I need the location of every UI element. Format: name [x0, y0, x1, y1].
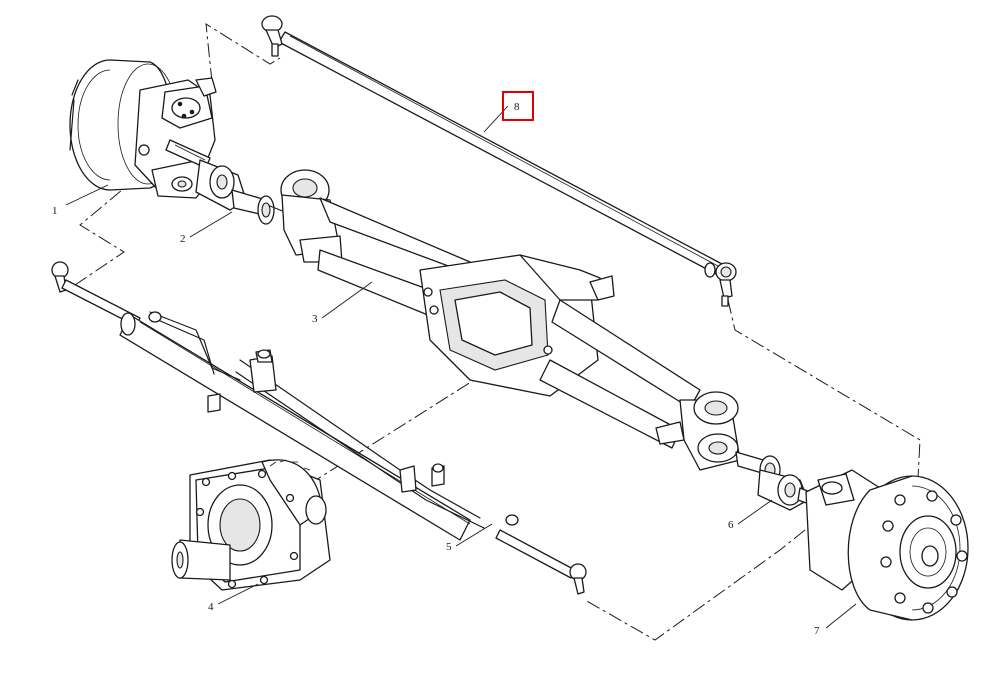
left-hub-assembly — [69, 59, 217, 199]
right-hub-assembly — [805, 469, 969, 621]
steering-cylinder-assembly — [51, 261, 587, 595]
callout-6: 6 — [728, 519, 734, 531]
tie-rod-upper — [261, 15, 737, 307]
assembly-dash-lines — [74, 23, 921, 641]
callout-labels: 1 2 3 4 5 6 7 8 — [52, 101, 820, 637]
callout-8: 8 — [514, 101, 520, 113]
callout-5: 5 — [446, 541, 452, 553]
callout-2: 2 — [180, 233, 186, 245]
callout-8-highlight-box — [502, 91, 534, 121]
callout-4: 4 — [208, 601, 214, 613]
callout-7: 7 — [814, 625, 820, 637]
callout-1: 1 — [52, 205, 58, 217]
left-universal-joint — [195, 159, 301, 225]
axle-housing — [280, 169, 741, 471]
differential-assembly — [171, 459, 331, 591]
callout-3: 3 — [312, 313, 318, 325]
